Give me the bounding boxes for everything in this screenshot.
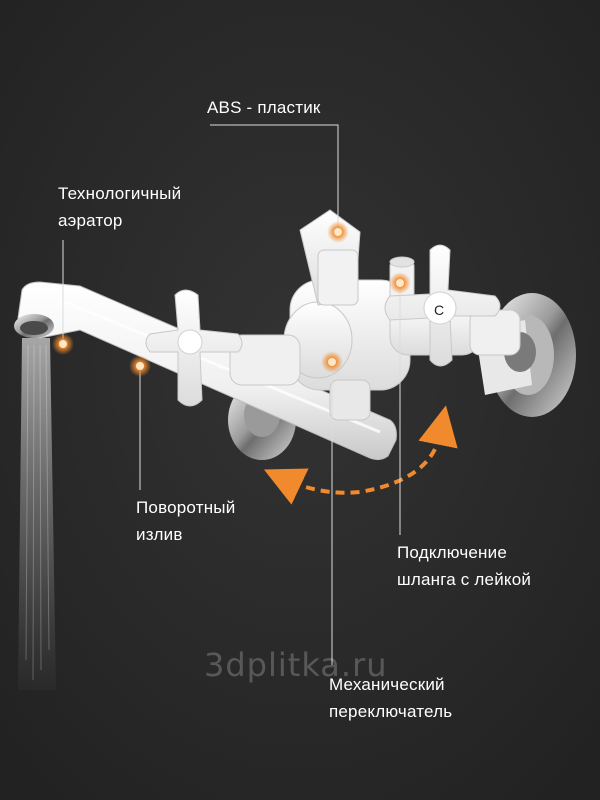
watermark: 3dplitka.ru bbox=[204, 646, 388, 684]
label-hose-connection: Подключение шланга с лейкой bbox=[397, 539, 531, 593]
label-abs-plastic-text: ABS - пластик bbox=[207, 98, 321, 117]
label-hose-connection-line2: шланга с лейкой bbox=[397, 570, 532, 589]
label-aerator-line1: Технологичный bbox=[58, 184, 182, 203]
label-mechanical-switch-line2: переключатель bbox=[329, 702, 453, 721]
label-swivel-spout-line1: Поворотный bbox=[136, 498, 236, 517]
label-aerator-line2: аэратор bbox=[58, 211, 123, 230]
label-swivel-spout: Поворотный излив bbox=[136, 494, 235, 548]
leader-lines bbox=[62, 124, 401, 665]
handle-mark-c: C bbox=[434, 302, 444, 318]
cross-handle-left bbox=[145, 289, 243, 407]
cross-handle-right bbox=[384, 244, 501, 367]
leader-line-abs bbox=[210, 124, 339, 230]
label-mechanical-switch-line1: Механический bbox=[329, 675, 445, 694]
label-mechanical-switch: Механический переключатель bbox=[329, 671, 452, 725]
label-abs-plastic: ABS - пластик bbox=[207, 94, 321, 121]
label-swivel-spout-line2: излив bbox=[136, 525, 183, 544]
water-stream bbox=[18, 338, 56, 690]
label-hose-connection-line1: Подключение bbox=[397, 543, 507, 562]
swivel-spout bbox=[14, 281, 397, 461]
callout-markers bbox=[52, 221, 411, 377]
label-aerator: Технологичный аэратор bbox=[58, 180, 181, 234]
rotation-arrow-icon bbox=[263, 405, 458, 505]
